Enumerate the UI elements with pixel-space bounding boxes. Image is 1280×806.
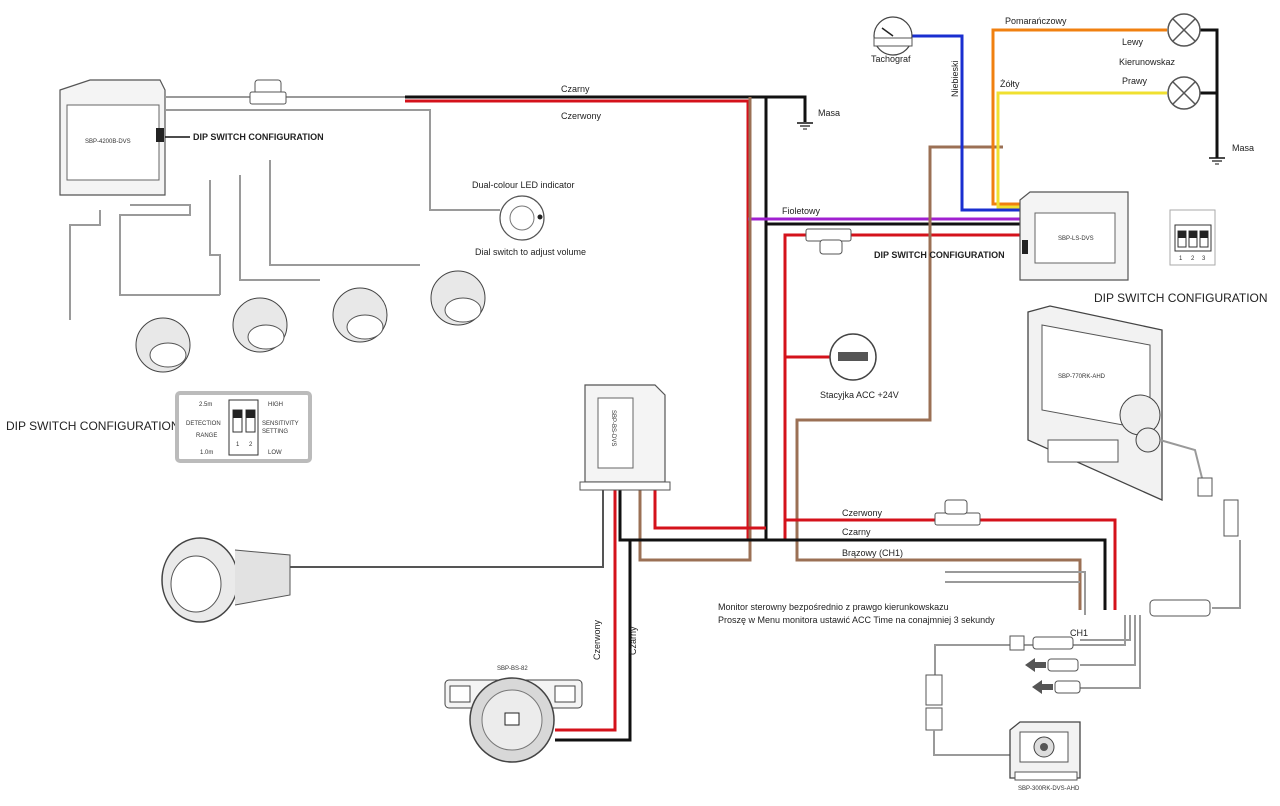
label-lewy: Lewy bbox=[1122, 37, 1144, 47]
wire-button bbox=[290, 490, 604, 568]
harness-connector bbox=[934, 599, 1211, 689]
label-kierunowskaz: Kierunowskaz bbox=[1119, 57, 1176, 67]
label-masa-right: Masa bbox=[1232, 143, 1254, 153]
dial-switch-label: Dial switch to adjust volume bbox=[475, 247, 586, 257]
wire-orange bbox=[991, 28, 1167, 206]
wire-black-radar bbox=[555, 540, 632, 742]
dip-right-pos2: 2 bbox=[1191, 256, 1195, 262]
cable-monitor-3 bbox=[1212, 540, 1241, 609]
dip-left-pos1: 1 bbox=[236, 442, 240, 448]
bs-unit: SBP-BS-DVS bbox=[579, 384, 671, 491]
radar-sensor bbox=[444, 677, 583, 763]
monitor: SBP-770RK-AHD bbox=[1027, 305, 1239, 537]
label-fioletowy: Fioletowy bbox=[782, 206, 821, 216]
wire-blue bbox=[912, 34, 1020, 212]
label-pomaranczowy: Pomarańczowy bbox=[1005, 16, 1067, 26]
lamp-right bbox=[1167, 76, 1201, 110]
ground-symbol-top bbox=[797, 122, 813, 130]
label-czarny-top: Czarny bbox=[561, 84, 590, 94]
push-button bbox=[161, 537, 291, 623]
parking-sensor-3 bbox=[332, 287, 388, 343]
parking-sensor-2 bbox=[232, 297, 288, 353]
park-sensor-unit-label: SBP-4200B-DVS bbox=[85, 139, 131, 145]
dip-config-label-1: DIP SWITCH CONFIGURATION bbox=[193, 132, 324, 142]
park-sensor-unit: SBP-4200B-DVS bbox=[59, 79, 166, 196]
wires bbox=[290, 28, 1241, 742]
fuse-ls bbox=[805, 228, 852, 255]
dip-range: RANGE bbox=[196, 433, 217, 439]
parking-sensors bbox=[135, 270, 486, 373]
cable-monitor bbox=[945, 571, 1086, 615]
camera bbox=[1009, 721, 1081, 781]
bs-unit-label: SBP-BS-DVS bbox=[610, 410, 616, 446]
dip-range-low: 1.0m bbox=[200, 450, 213, 456]
label-czerwony-top: Czerwony bbox=[561, 111, 602, 121]
wire-brown-ls bbox=[795, 145, 1082, 610]
ignition-switch bbox=[829, 333, 877, 381]
label-czarny-mid: Czarny bbox=[842, 527, 871, 537]
monitor-note-2: Proszę w Menu monitora ustawić ACC Time … bbox=[718, 615, 995, 625]
label-niebieski: Niebieski bbox=[950, 60, 960, 97]
ground-symbol-right bbox=[1209, 157, 1225, 165]
wire-black-top bbox=[405, 95, 807, 122]
label-zolty: Żółty bbox=[1000, 79, 1020, 89]
ls-unit-label: SBP-LS-DVS bbox=[1058, 236, 1094, 242]
rca-plugs bbox=[925, 635, 1081, 756]
label-stacyjka: Stacyjka ACC +24V bbox=[820, 390, 899, 400]
dip-config-label-3: DIP SWITCH CONFIGURATION bbox=[874, 250, 1005, 260]
parking-sensor-4 bbox=[430, 270, 486, 326]
dip-switch-left: 2.5m DETECTION RANGE 1.0m HIGH SENSITIVI… bbox=[175, 391, 312, 463]
dip-setting: SETTING bbox=[262, 429, 288, 435]
wire-red-top bbox=[405, 99, 750, 540]
fuse-top bbox=[249, 79, 287, 105]
wire-yellow bbox=[996, 91, 1167, 209]
ls-unit: SBP-LS-DVS bbox=[1019, 191, 1129, 281]
dip-detection: DETECTION bbox=[186, 421, 221, 427]
label-czerwony-vert: Czerwony bbox=[592, 619, 602, 660]
label-brazowy: Brązowy (CH1) bbox=[842, 548, 903, 558]
lamp-left bbox=[1167, 13, 1201, 47]
led-indicator bbox=[499, 195, 545, 241]
wire-ground-right bbox=[1200, 28, 1219, 158]
label-ch1: CH1 bbox=[1070, 628, 1088, 638]
dip-left-pos2: 2 bbox=[249, 442, 253, 448]
wire-red-bs bbox=[653, 490, 766, 530]
dip-sensitivity: SENSITIVITY bbox=[262, 421, 299, 427]
led-indicator-label: Dual-colour LED indicator bbox=[472, 180, 575, 190]
label-prawy: Prawy bbox=[1122, 76, 1148, 86]
label-czerwony-mid: Czerwony bbox=[842, 508, 883, 518]
dip-range-high: 2.5m bbox=[199, 402, 212, 408]
dip-right-pos3: 3 bbox=[1202, 256, 1206, 262]
camera-label: SBP-300RK-DVS-AHD bbox=[1018, 786, 1080, 792]
wire-brown-bs bbox=[638, 97, 752, 562]
label-czarny-vert: Czarny bbox=[628, 626, 638, 655]
dip-config-label-4: DIP SWITCH CONFIGURATION bbox=[1094, 291, 1268, 305]
wire-red-ls bbox=[783, 233, 1020, 540]
dip-switch-right: 1 2 3 bbox=[1169, 209, 1216, 266]
dip-sens-low: LOW bbox=[268, 450, 282, 456]
monitor-label: SBP-770RK-AHD bbox=[1058, 374, 1106, 380]
fuse-mid bbox=[934, 499, 981, 526]
wire-red-radar bbox=[555, 490, 617, 732]
wire-black-bs bbox=[618, 490, 1107, 610]
dip-sens-high: HIGH bbox=[268, 402, 283, 408]
radar-label: SBP-BS-82 bbox=[497, 666, 528, 672]
monitor-note-1: Monitor sterowny bezpośrednio z prawgo k… bbox=[718, 602, 949, 612]
dip-config-label-2: DIP SWITCH CONFIGURATION bbox=[6, 419, 180, 433]
tachograph-gauge bbox=[873, 16, 913, 56]
parking-sensor-1 bbox=[135, 317, 191, 373]
wire-red-mid bbox=[785, 518, 1117, 610]
label-masa-top: Masa bbox=[818, 108, 840, 118]
dip-right-pos1: 1 bbox=[1179, 256, 1183, 262]
label-tachograf: Tachograf bbox=[871, 54, 911, 64]
